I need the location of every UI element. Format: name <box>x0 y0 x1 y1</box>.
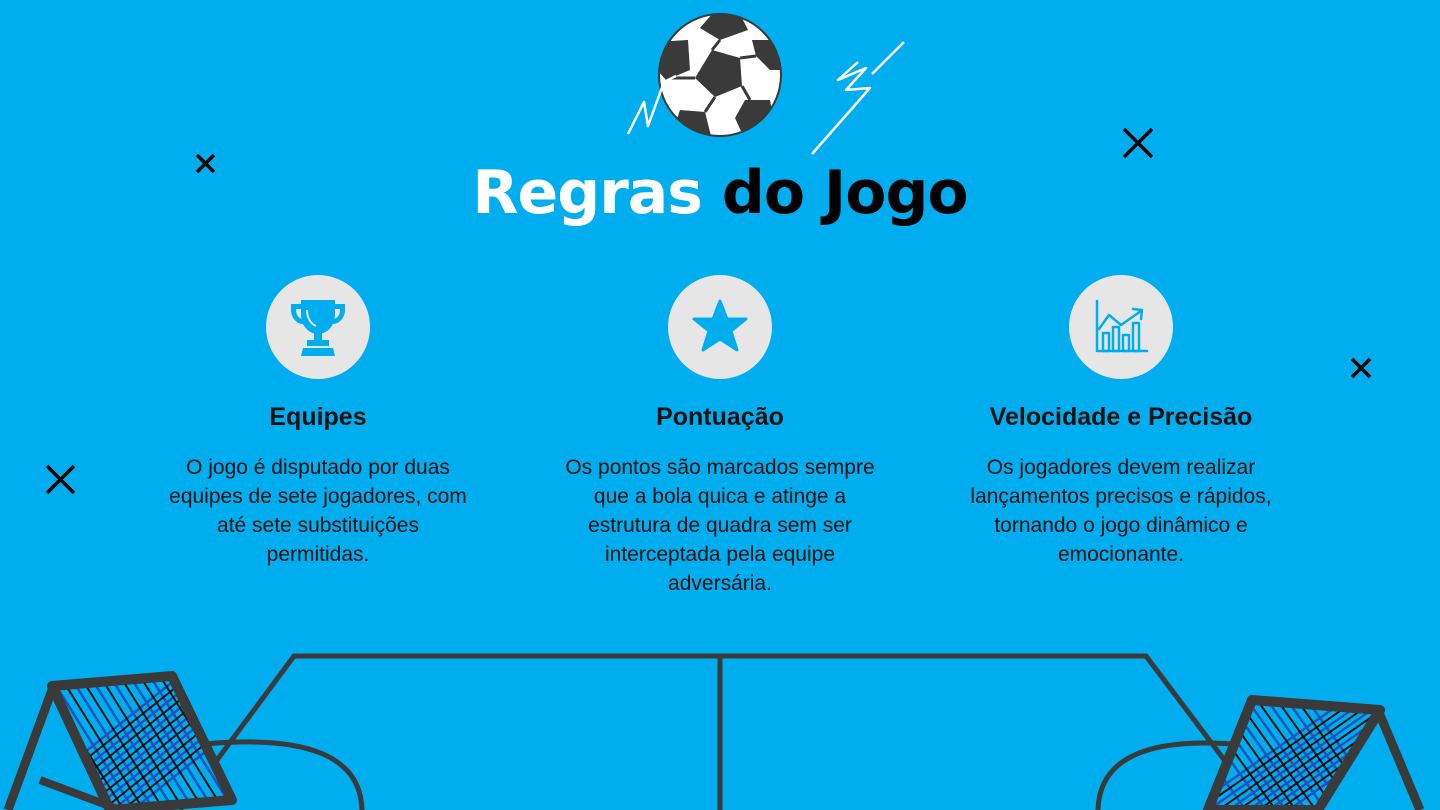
title-part-black: do Jogo <box>721 158 969 228</box>
page-title: Regras do Jogo <box>0 150 1440 240</box>
x-mark-icon <box>45 464 76 495</box>
rule-description: Os pontos são marcados sempre que a bola… <box>565 456 875 595</box>
rule-card-velocidade: Velocidade e Precisão Os jogadores devem… <box>941 275 1301 569</box>
rule-heading: Velocidade e Precisão <box>989 403 1253 431</box>
title-part-white: Regras <box>472 158 703 228</box>
rule-heading: Equipes <box>269 403 367 431</box>
icon-circle <box>1069 275 1173 379</box>
icon-circle <box>266 275 370 379</box>
star-icon <box>692 299 748 352</box>
rule-card-pontuacao: Pontuação Os pontos são marcados sempre … <box>540 275 900 598</box>
icon-circle <box>668 275 772 379</box>
rule-heading: Pontuação <box>656 403 784 431</box>
growth-chart-icon <box>1095 299 1149 353</box>
x-mark-icon <box>1350 357 1372 379</box>
rule-card-equipes: Equipes O jogo é disputado por duas equi… <box>138 275 498 569</box>
rule-description: Os jogadores devem realizar lançamentos … <box>970 456 1272 566</box>
x-mark-icon <box>1122 127 1154 159</box>
rule-description: O jogo é disputado por duas equipes de s… <box>169 456 467 566</box>
x-mark-icon <box>195 153 216 174</box>
trophy-icon <box>291 300 345 356</box>
